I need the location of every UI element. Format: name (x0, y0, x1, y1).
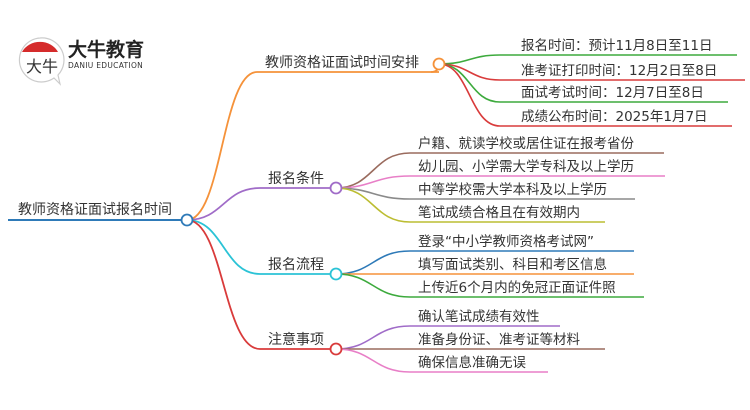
leaf-connector (335, 152, 664, 189)
leaf-label[interactable]: 准考证打印时间：12月2日至8日 (521, 62, 717, 79)
branch-node-toggle[interactable] (329, 267, 343, 281)
leaf-label[interactable]: 填写面试类别、科目和考区信息 (418, 256, 607, 273)
leaf-label[interactable]: 中等学校需大学本科及以上学历 (418, 181, 607, 198)
leaf-connector (335, 348, 548, 373)
leaf-label[interactable]: 报名时间：预计11月8日至11日 (521, 38, 712, 54)
leaf-connector (335, 250, 634, 275)
root-label[interactable]: 教师资格证面试报名时间 (18, 202, 172, 218)
leaf-label[interactable]: 确保信息准确无误 (418, 354, 526, 371)
branch-connector (186, 187, 336, 221)
branch-label-3[interactable]: 报名流程 (268, 257, 324, 273)
leaf-label[interactable]: 上传近6个月内的免冠正面证件照 (418, 280, 616, 296)
branch-node-toggle[interactable] (329, 342, 343, 356)
leaf-connector (438, 63, 732, 127)
logo-name-en: DANIU EDUCATION (68, 61, 143, 70)
branch-label-2[interactable]: 报名条件 (268, 170, 324, 187)
leaf-connector (335, 325, 560, 350)
leaf-connector (438, 54, 737, 65)
branch-node-toggle[interactable] (329, 181, 343, 195)
leaf-label[interactable]: 户籍、就读学校或居住证在报考省份 (418, 135, 634, 152)
branch-node-toggle[interactable] (432, 57, 446, 71)
branch-connector (186, 219, 336, 275)
leaf-connector (335, 187, 605, 223)
branch-connector (186, 71, 439, 221)
leaf-label[interactable]: 笔试成绩合格且在有效期内 (418, 205, 580, 221)
branch-connector (186, 219, 336, 350)
leaf-label[interactable]: 幼儿园、小学需大学专科及以上学历 (418, 159, 634, 175)
root-node-toggle[interactable] (180, 213, 194, 227)
logo-red-arc (22, 41, 58, 52)
leaf-label[interactable]: 准备身份证、准考证等材料 (418, 331, 580, 348)
leaf-connector (335, 273, 644, 298)
branch-label-1[interactable]: 教师资格证面试时间安排 (265, 55, 419, 71)
leaf-connector (335, 175, 665, 189)
leaf-label[interactable]: 登录“中小学教师资格考试网” (418, 234, 594, 250)
leaf-connector (335, 187, 635, 200)
logo-speech-bubble-icon (18, 37, 65, 86)
logo-badge: 大牛 (26, 57, 58, 76)
logo: 大牛 大牛教育 DANIU EDUCATION (18, 37, 144, 86)
branch-label-4[interactable]: 注意事项 (268, 331, 324, 348)
leaf-label[interactable]: 面试考试时间：12月7日至8日 (521, 85, 704, 101)
leaf-label[interactable]: 成绩公布时间：2025年1月7日 (521, 109, 708, 125)
leaf-label[interactable]: 确认笔试成绩有效性 (418, 309, 540, 325)
logo-name-cn: 大牛教育 (68, 38, 144, 61)
